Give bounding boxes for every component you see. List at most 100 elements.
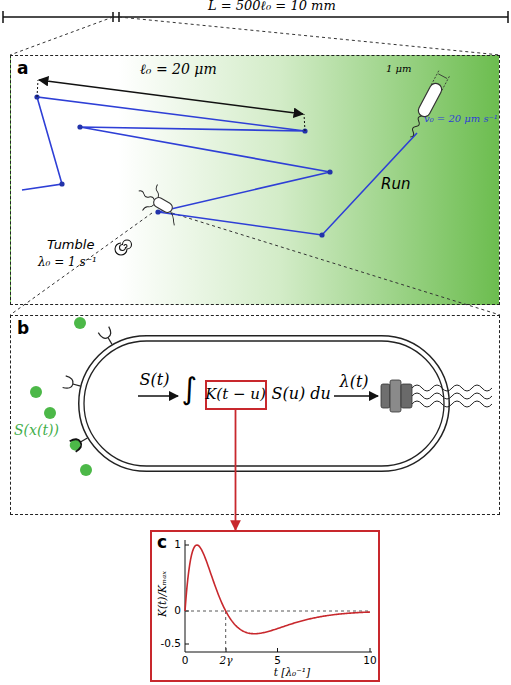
drawing-part: [10, 17, 113, 55]
trajectory: [22, 97, 417, 235]
drawing-part: [80, 464, 92, 476]
drawing-part: [63, 376, 75, 390]
signal-name: S(t): [140, 371, 170, 389]
drawing-part: [185, 644, 189, 645]
drawing-part: [10, 213, 152, 315]
drawing-part: [381, 384, 390, 408]
zoom-lines: [10, 17, 500, 315]
kernel-box: K(t − u): [205, 380, 267, 410]
connector-arrow: [235, 410, 237, 531]
tumbling-bacterium: [131, 178, 188, 228]
drawing-part: [334, 395, 378, 397]
drawing-part: [77, 124, 82, 129]
receptor: [98, 327, 117, 348]
annotation-label: 0: [182, 655, 189, 667]
drawing-part: [152, 185, 164, 198]
flagellar-motor: [381, 380, 492, 412]
scale-bar: [3, 11, 508, 23]
drawing-part: [416, 81, 443, 118]
annotation-label: 2γ: [220, 655, 233, 667]
drawing-part: [143, 201, 155, 214]
annotation-label: 1: [174, 539, 181, 551]
panel-box: a: [10, 55, 500, 305]
drawing-part: [68, 437, 83, 452]
drawing-part: [112, 12, 114, 22]
drawing-part: [401, 384, 412, 408]
drawing-part: [59, 181, 64, 186]
drawing-part: [442, 76, 450, 90]
ligand-molecules: [30, 317, 92, 476]
drawing-part: [185, 545, 189, 546]
drawing-part: [412, 401, 492, 407]
drawing-part: [138, 190, 155, 202]
panel-letter: b: [17, 319, 29, 338]
drawing-part: [185, 611, 189, 612]
bound-receptor: [68, 433, 91, 453]
kernel-curve: [185, 545, 370, 634]
run-length-dimension: [37, 80, 305, 131]
drawing-part: [277, 648, 278, 652]
drawing-part: [166, 212, 180, 226]
kernel-plot-panel: c: [150, 530, 380, 682]
signal-arrows: [138, 395, 378, 397]
drawing-part: [80, 438, 87, 442]
annotation-label: t [λ₀⁻¹]: [274, 667, 310, 679]
drawing-part: [390, 380, 401, 412]
drawing-part: [185, 611, 370, 612]
integral-sign: ∫: [182, 374, 198, 404]
drawing-part: [70, 437, 84, 452]
drawing-part: [152, 196, 174, 215]
drawing-part: [507, 11, 509, 23]
annotation-label: 5: [274, 655, 281, 667]
panel-letter: c: [157, 533, 167, 552]
drawing-part: [327, 169, 332, 174]
annotation-label: 0: [174, 605, 181, 617]
bacterium-cell: S(t) ∫ S(u) du λ(t) K(t − u): [78, 335, 450, 472]
annotation-label: 10: [363, 655, 376, 667]
receptor: [63, 376, 83, 392]
annotation-label: S(x(t)): [14, 423, 59, 438]
swimming-bacterium: [405, 71, 449, 140]
drawing-part: [319, 232, 324, 237]
rate-name: λ(t): [340, 373, 369, 391]
drawing-part: [118, 12, 120, 22]
kernel-name: K(t − u): [205, 386, 266, 403]
drawing-part: [73, 384, 81, 386]
drawing-part: [44, 407, 56, 419]
plot-axes: [185, 540, 372, 652]
drawing-part: [34, 94, 39, 99]
drawing-part: [438, 74, 447, 79]
drawing-part: [119, 17, 500, 55]
drawing-part: [185, 652, 372, 653]
drawing-part: [155, 209, 160, 214]
drawing-part: [185, 540, 186, 652]
drawing-part: [370, 648, 371, 652]
drawing-part: [37, 80, 38, 97]
drawing-part: [74, 317, 86, 329]
annotation-label: K(t)/Kₘₐₓ: [157, 571, 169, 617]
drawing-part: [225, 611, 226, 652]
inner-membrane: [84, 341, 444, 466]
outer-membrane: [78, 335, 449, 471]
plot-guides: [185, 611, 370, 652]
panel-box: bS(t) ∫ S(u) du λ(t) K(t − u): [10, 315, 500, 515]
drawing-part: [412, 393, 492, 399]
drawing-part: [304, 114, 305, 131]
tumble-spiral: [115, 240, 132, 255]
drawing-part: [98, 327, 113, 341]
drawing-part: [302, 128, 307, 133]
drawing-part: [108, 337, 112, 344]
annotation-label: L̃ = 500ℓ₀ = 10 mm: [208, 0, 336, 13]
tumble-points: [34, 94, 332, 237]
drawing-part: [226, 648, 227, 652]
integral-term: S(u) du: [272, 385, 331, 403]
drawing-part: [39, 80, 303, 114]
drawing-part: [412, 385, 492, 391]
drawing-part: [431, 71, 439, 85]
drawing-part: [409, 115, 424, 138]
drawing-part: [30, 386, 42, 398]
annotation-label: -0.5: [161, 638, 182, 650]
drawing-part: [172, 213, 500, 315]
drawing-part: [3, 16, 508, 18]
